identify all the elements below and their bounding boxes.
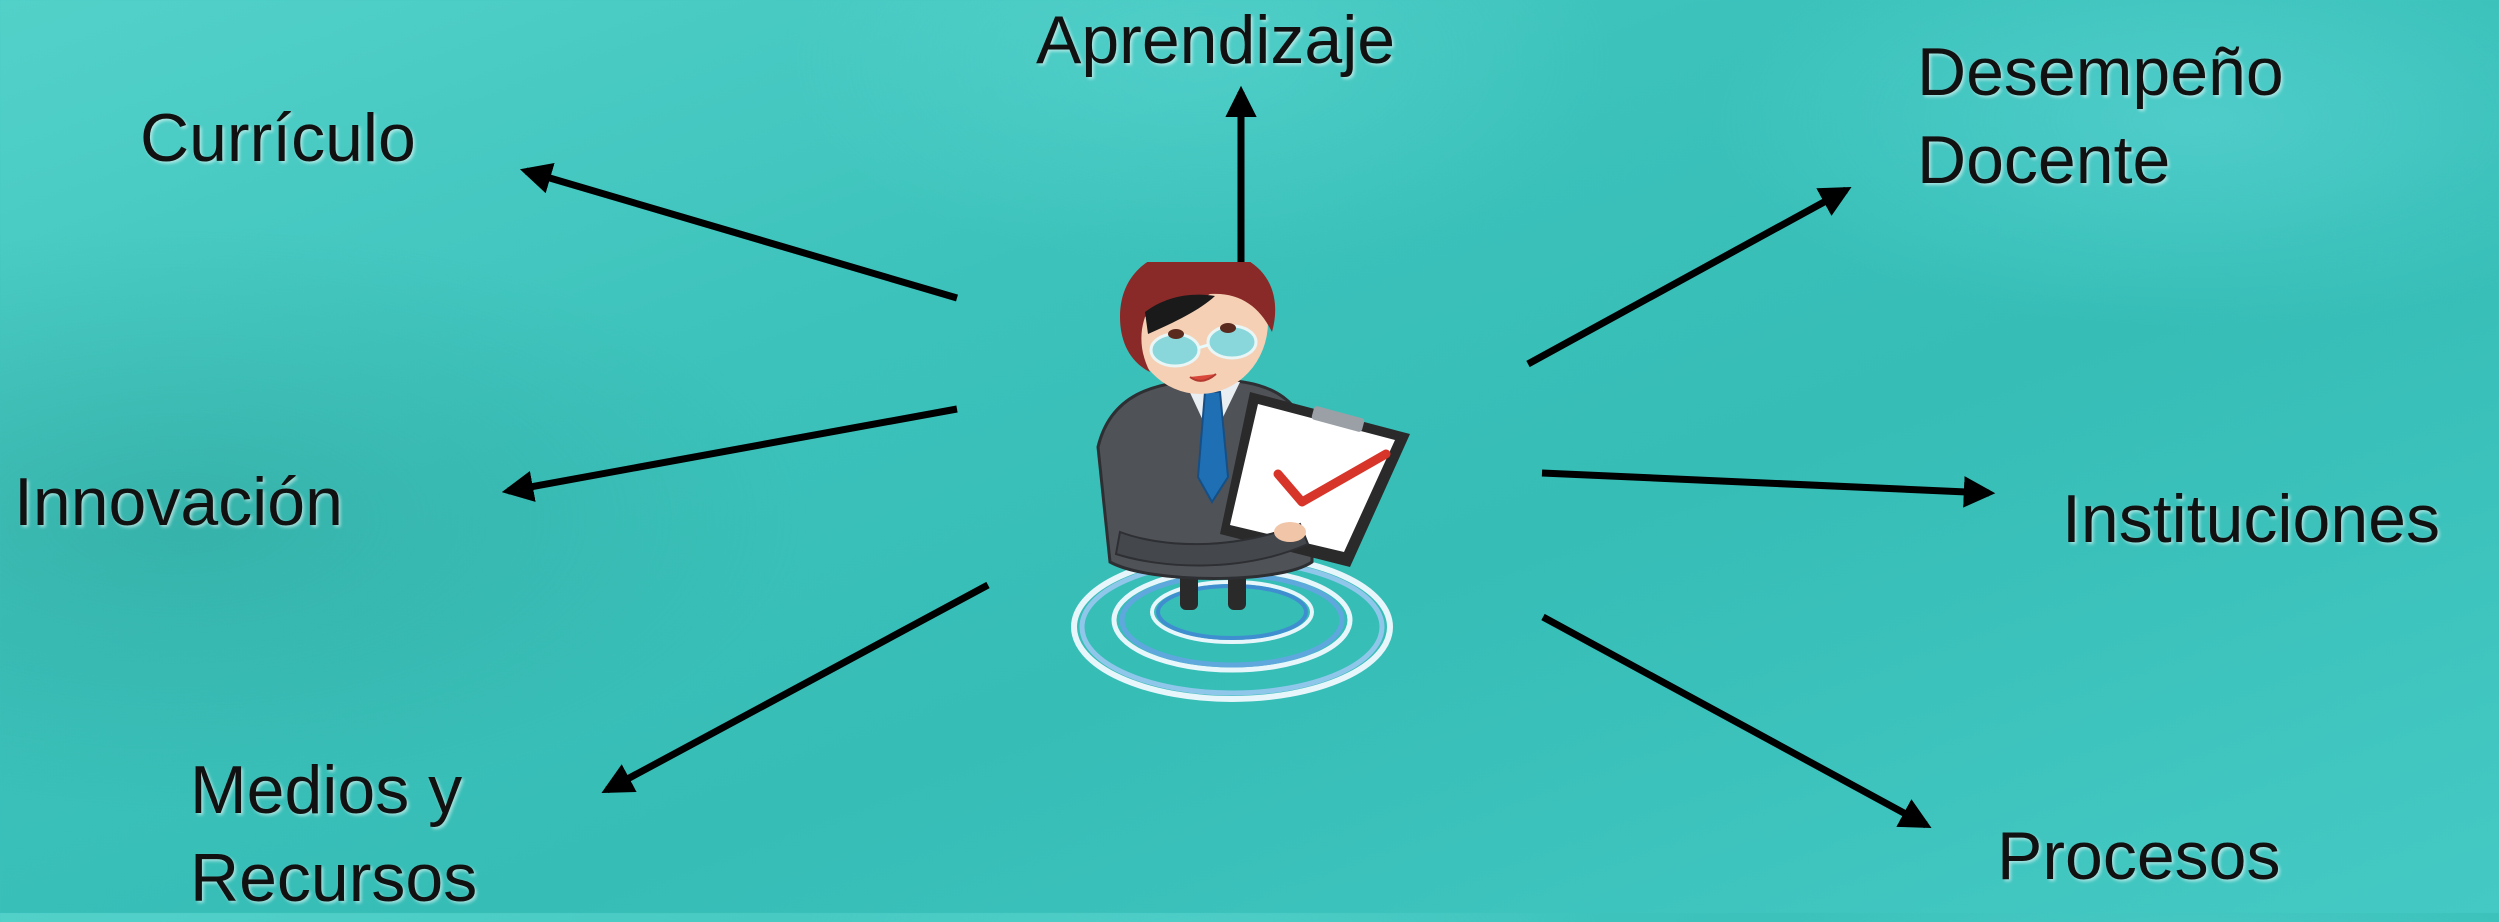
label-procesos: Procesos [1997,818,2281,894]
label-medios-y-recursos: Medios y Recursos [190,746,477,922]
water-ripple-icon [1071,552,1393,702]
label-aprendizaje: Aprendizaje [1036,2,1396,78]
arrow-to-procesos [1541,613,1932,829]
label-desempeno-line1: Desempeño [1917,34,2284,110]
label-desempeno-docente: Desempeño Docente [1917,28,2284,204]
label-innovacion: Innovación [14,464,343,540]
teacher-with-clipboard-icon [1071,262,1410,702]
arrow-to-instituciones [1541,469,1996,508]
label-medios-line2: Recursos [190,840,478,916]
clipboard-icon [1220,392,1410,567]
arrow-to-desempeno-docente [1526,186,1852,368]
label-curriculo: Currículo [140,100,416,176]
arrow-to-medios-recursos [601,581,990,794]
glasses-icon [1149,324,1258,368]
label-instituciones: Instituciones [2062,481,2440,557]
label-desempeno-line2: Docente [1917,122,2171,198]
arrow-to-innovacion [501,405,958,502]
label-medios-line1: Medios y [190,752,463,828]
arrow-to-curriculo [519,163,958,302]
